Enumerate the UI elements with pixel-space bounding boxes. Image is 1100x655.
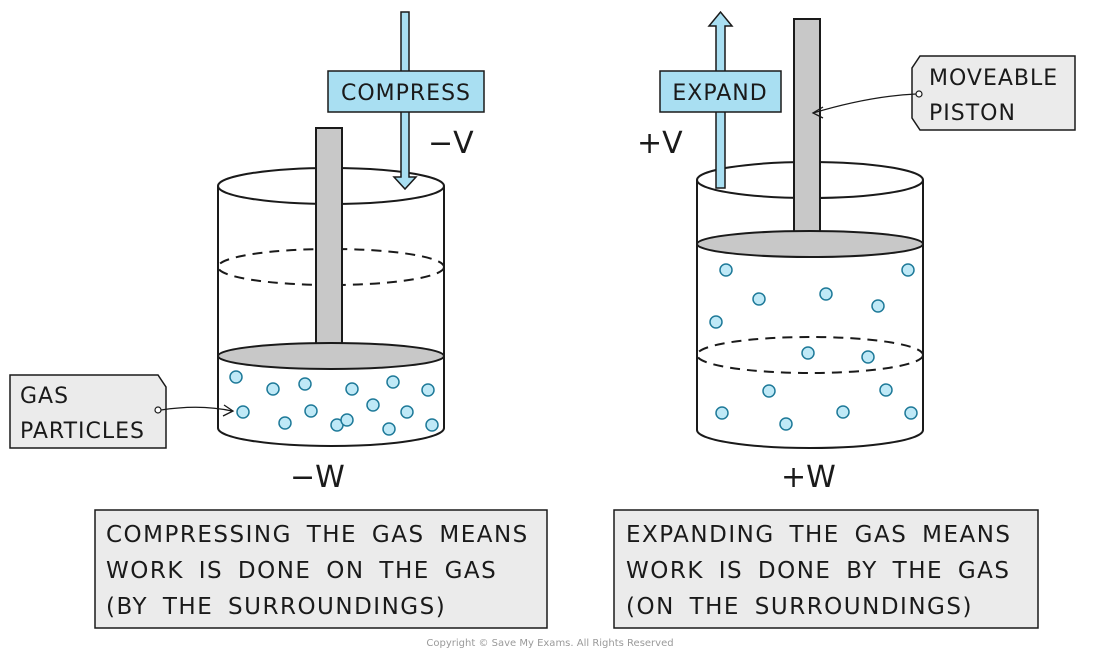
copyright-notice: Copyright © Save My Exams. All Rights Re… [426, 638, 673, 649]
right-piston-rod [793, 18, 821, 246]
left-work-sign: −W [290, 460, 345, 495]
left-caption-line2: WORK IS DONE ON THE GAS [106, 558, 497, 584]
left-caption-line1: COMPRESSING THE GAS MEANS [106, 522, 529, 548]
expand-label: EXPAND [672, 81, 767, 106]
left-piston-head [217, 342, 445, 370]
left-piston-rod [315, 127, 343, 356]
gas-particles-callout: GAS PARTICLES [9, 374, 235, 449]
right-caption-line2: WORK IS DONE BY THE GAS [626, 558, 1011, 584]
right-caption-line3: (ON THE SURROUNDINGS) [626, 594, 973, 620]
left-cylinder [217, 127, 445, 447]
left-caption-box: COMPRESSING THE GAS MEANS WORK IS DONE O… [94, 509, 548, 629]
gas-particles-label-line2: PARTICLES [20, 419, 145, 444]
compress-label-box: COMPRESS [327, 70, 485, 113]
compress-label: COMPRESS [341, 81, 471, 106]
moveable-piston-callout: MOVEABLE PISTON [811, 55, 1076, 131]
right-gas-particles [709, 263, 918, 431]
right-caption-line1: EXPANDING THE GAS MEANS [626, 522, 1012, 548]
left-gas-particles [229, 370, 439, 436]
gas-particles-label-line1: GAS [20, 384, 69, 409]
right-piston-head [696, 230, 924, 258]
expand-label-box: EXPAND [659, 70, 782, 113]
left-caption-line3: (BY THE SURROUNDINGS) [106, 594, 446, 620]
piston-label-line2: PISTON [929, 101, 1016, 126]
left-volume-sign: −V [428, 126, 474, 161]
right-cylinder [696, 18, 924, 449]
right-work-sign: +W [781, 460, 836, 495]
right-caption-box: EXPANDING THE GAS MEANS WORK IS DONE BY … [613, 509, 1039, 629]
right-volume-sign: +V [637, 126, 683, 161]
piston-label-line1: MOVEABLE [929, 66, 1058, 91]
